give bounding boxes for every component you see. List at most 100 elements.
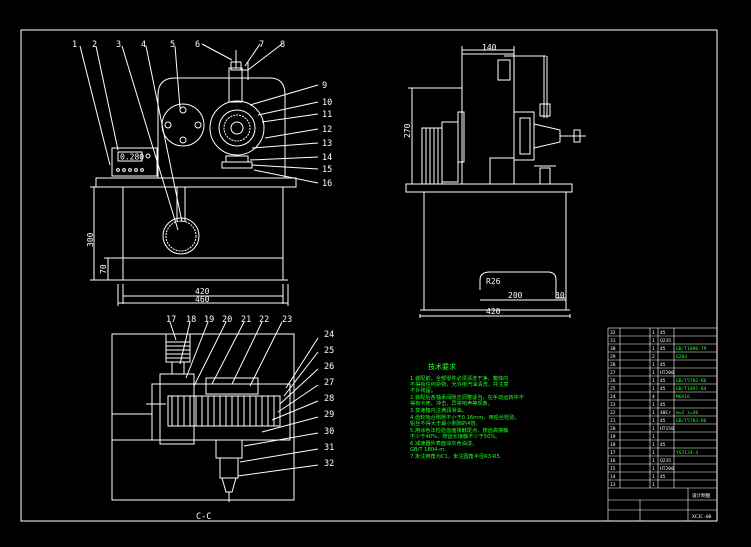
svg-text:3: 3	[116, 40, 121, 50]
title-block-cell: 45	[660, 362, 666, 368]
title-block-cell: 45	[660, 330, 666, 336]
title-block-cell: 2	[652, 354, 655, 360]
svg-text:23: 23	[282, 315, 292, 325]
section-leaders	[169, 321, 319, 477]
dim-side-radius: R26	[486, 277, 501, 286]
svg-text:4.齿轮啮合侧隙不小于0.16mm，用铅丝检验，: 4.齿轮啮合侧隙不小于0.16mm，用铅丝检验，	[410, 413, 520, 421]
svg-text:24: 24	[324, 330, 334, 340]
title-block-cell: 45	[660, 442, 666, 448]
title-block-cell: 32	[610, 330, 616, 336]
title-block-cell: HT200	[660, 370, 674, 376]
svg-text:19: 19	[204, 315, 214, 325]
svg-text:31: 31	[324, 443, 334, 453]
svg-text:26: 26	[324, 362, 334, 372]
title-block-cell: 1	[652, 482, 655, 488]
title-block-cell: 19	[610, 434, 616, 440]
svg-text:28: 28	[324, 394, 334, 404]
title-block-cell: HT150	[660, 426, 674, 432]
title-block-cell: 1	[652, 362, 655, 368]
title-block-cell: 24	[610, 394, 616, 400]
svg-text:25: 25	[324, 346, 334, 356]
title-block-cell: 1	[652, 418, 655, 424]
title-block-cell: 1	[652, 434, 655, 440]
title-block-cell: 28	[610, 362, 616, 368]
svg-text:18: 18	[186, 315, 196, 325]
title-block-cell: 1	[652, 426, 655, 432]
dim-side-offset: 30	[555, 291, 565, 300]
title-block-cell: 45	[660, 402, 666, 408]
title-block-cell: 45	[660, 386, 666, 392]
svg-text:13: 13	[322, 139, 332, 149]
title-block-cell: 18	[610, 442, 616, 448]
svg-text:5.用涂色法检验齿面接触斑点，按齿高接触: 5.用涂色法检验齿面接触斑点，按齿高接触	[410, 426, 509, 434]
company-name: 设计制图	[692, 492, 711, 499]
svg-text:12: 12	[322, 125, 332, 135]
title-block-cell: 31	[610, 338, 616, 344]
title-block-cell: 27	[610, 370, 616, 376]
svg-text:2.装配后各轴承间隙应调整适当，在手动运转中不: 2.装配后各轴承间隙应调整适当，在手动运转中不	[410, 393, 524, 401]
drawing-number: XCJC-00	[692, 514, 712, 520]
title-block-cell: 29	[610, 354, 616, 360]
title-block-cell: 1	[652, 386, 655, 392]
title-block-cell: 1	[652, 402, 655, 408]
front-view: 0.280 1	[72, 40, 332, 306]
svg-text:7: 7	[259, 40, 264, 50]
dim-side-top: 140	[482, 43, 497, 52]
title-block-cell: 25	[610, 386, 616, 392]
dim-height: 300	[86, 232, 95, 247]
svg-text:1: 1	[72, 40, 77, 50]
front-leaders	[79, 43, 319, 231]
svg-text:4: 4	[141, 40, 146, 50]
svg-text:GB/T 1804-m.: GB/T 1804-m.	[410, 447, 446, 453]
title-block-cell: GB/T5783-86	[676, 418, 707, 424]
svg-text:15: 15	[322, 165, 332, 175]
svg-text:16: 16	[322, 179, 332, 189]
title-block-cell: M6X16	[676, 394, 690, 400]
svg-text:27: 27	[324, 378, 334, 388]
title-block-cell: 17	[610, 450, 616, 456]
svg-text:30: 30	[324, 427, 334, 437]
svg-text:14: 14	[322, 153, 332, 163]
title-block-cell: 45	[660, 378, 666, 384]
title-block-cell: 1	[652, 474, 655, 480]
title-block-cell: 1	[652, 370, 655, 376]
title-block-cell: 13	[610, 482, 616, 488]
title-block-cell: 6204	[676, 354, 687, 360]
dim-side-height: 270	[403, 123, 412, 138]
section-caption: C-C	[196, 512, 211, 522]
section-view: 17 18 19 20 21 22 23 24 25 26 27 28 29 3…	[111, 315, 334, 522]
svg-text:5: 5	[170, 40, 175, 50]
tech-requirements: 技术要求 1.装配前，全部零件必须清洗干净，箱体内 不得有任何杂物，允许用汽油清…	[410, 362, 524, 460]
svg-text:6: 6	[195, 40, 200, 50]
title-block-cell: 1	[652, 338, 655, 344]
drawing-frame	[20, 29, 718, 522]
title-block-cell: 45	[660, 346, 666, 352]
title-block-cell: Q235	[660, 458, 671, 464]
svg-text:不少于40%，按齿长接触不少于50%。: 不少于40%，按齿长接触不少于50%。	[410, 432, 501, 440]
front-part-numbers: 1 2 3 4 5 6 7 8 9 10 11 12 13 14 15 16	[72, 40, 332, 189]
title-block-cell: 30	[610, 346, 616, 352]
title-block-cell: 1	[652, 378, 655, 384]
svg-text:21: 21	[241, 315, 251, 325]
svg-text:铅丝不得大于最小侧隙的4倍。: 铅丝不得大于最小侧隙的4倍。	[410, 419, 481, 427]
title-block-cell: 16	[610, 458, 616, 464]
title-block-cell: m=2 z=20	[676, 410, 698, 416]
svg-text:6.减速器外表面涂灰色油漆，: 6.减速器外表面涂灰色油漆，	[410, 439, 477, 447]
title-block-cell: 22	[610, 410, 616, 416]
svg-text:得有卡死、冲击、异常响声等现象。: 得有卡死、冲击、异常响声等现象。	[410, 399, 493, 407]
svg-text:29: 29	[324, 410, 334, 420]
title-block-cell: GB/T1096-79	[676, 346, 707, 352]
title-block-cell: GB/T1097-84	[676, 386, 707, 392]
title-block-cell: 1	[652, 450, 655, 456]
title-block-cell: 1	[652, 410, 655, 416]
svg-text:20: 20	[222, 315, 232, 325]
title-block-cell: 45	[660, 418, 666, 424]
title-block-cell: 14	[610, 474, 616, 480]
title-block-cell: 4	[652, 394, 655, 400]
title-block-cell: 26	[610, 378, 616, 384]
svg-text:不许残留。: 不许残留。	[410, 386, 436, 394]
svg-text:8: 8	[280, 40, 285, 50]
title-block-cell: 45	[660, 474, 666, 480]
